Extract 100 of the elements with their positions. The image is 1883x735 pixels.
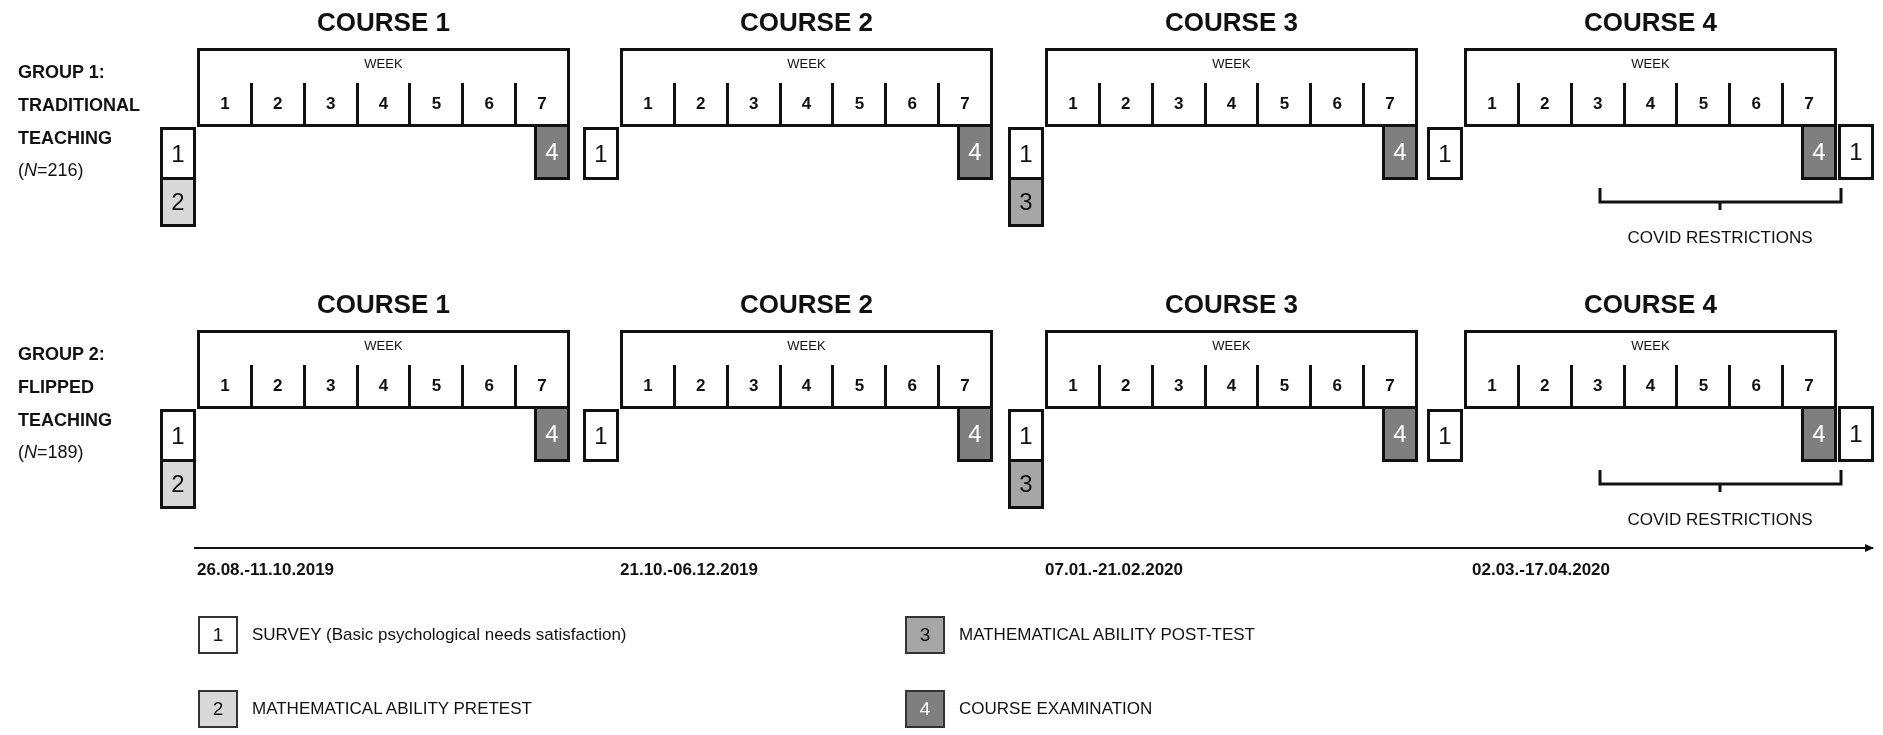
week-number-cell: 3: [725, 365, 779, 406]
week-number-cell-text: 1: [1486, 374, 1498, 397]
week-number-cell-text: 1: [1486, 92, 1498, 115]
week-number-cell: 2: [1516, 365, 1570, 406]
measurement-marker: 4: [534, 406, 570, 462]
date-range: 26.08.-11.10.2019: [197, 560, 335, 580]
week-number-cell-text: 1: [219, 92, 231, 115]
legend-key: 2: [198, 690, 238, 728]
week-number-cell: 6: [884, 83, 938, 124]
sample-size: (N=189): [18, 441, 84, 464]
period-label: COVID RESTRICTIONS: [1626, 228, 1814, 248]
group-label: GROUP 1: TRADITIONAL TEACHING: [18, 61, 141, 150]
week-number-cell: 2: [249, 83, 303, 124]
week-header: WEEK: [1212, 337, 1251, 355]
week-number-cell: 3: [725, 83, 779, 124]
week-number-cell: 3: [1569, 83, 1623, 124]
week-number-cell: 5: [1675, 365, 1729, 406]
week-number-cell: 6: [461, 365, 515, 406]
week-header: WEEK: [1631, 55, 1670, 73]
week-number-cell: 3: [1150, 365, 1204, 406]
week-number-cell: 2: [672, 365, 726, 406]
week-number-cell: 5: [831, 365, 885, 406]
week-number-cell-text: 1: [642, 374, 654, 397]
legend-text: COURSE EXAMINATION: [959, 699, 1153, 719]
week-number-cell: 3: [1569, 365, 1623, 406]
week-number-cell: 4: [778, 365, 832, 406]
measurement-marker: 1: [583, 127, 619, 180]
week-number-cell: 2: [1097, 83, 1151, 124]
week-number-cell-text: 1: [1067, 92, 1079, 115]
week-number-cell: 6: [1728, 365, 1782, 406]
week-header: WEEK: [787, 55, 826, 73]
legend-key: 3: [905, 616, 945, 654]
measurement-marker: 1: [583, 409, 619, 462]
week-number-cell: 3: [302, 365, 356, 406]
week-number-cell: 6: [1309, 365, 1363, 406]
week-number-cell: 2: [249, 365, 303, 406]
week-number-cell-text: 1: [1067, 374, 1079, 397]
week-header: WEEK: [1631, 337, 1670, 355]
week-number-cell: 2: [1516, 83, 1570, 124]
legend-text: SURVEY (Basic psychological needs satisfaction): [252, 625, 627, 645]
legend-key: 1: [198, 616, 238, 654]
measurement-marker: 2: [160, 459, 196, 509]
week-number-cell: 5: [408, 83, 462, 124]
week-number-cell: 6: [461, 83, 515, 124]
measurement-marker: 4: [1382, 406, 1418, 462]
measurement-marker: 2: [160, 177, 196, 227]
week-number-cell: 5: [831, 83, 885, 124]
measurement-marker: 1: [160, 127, 196, 180]
measurement-marker: 4: [957, 124, 993, 180]
week-number-cell: 2: [1097, 365, 1151, 406]
measurement-marker: 1: [1838, 406, 1874, 462]
legend-text: MATHEMATICAL ABILITY PRETEST: [252, 699, 532, 719]
course-heading: COURSE 3: [1164, 288, 1299, 320]
week-number-cell: 4: [355, 365, 409, 406]
week-number-cell: 6: [884, 365, 938, 406]
measurement-marker: 1: [1427, 409, 1463, 462]
course-heading: COURSE 2: [739, 288, 874, 320]
measurement-marker: 4: [534, 124, 570, 180]
course-heading: COURSE 4: [1583, 6, 1718, 38]
measurement-marker: 1: [1008, 127, 1044, 180]
measurement-marker: 3: [1008, 459, 1044, 509]
measurement-marker: 4: [1801, 124, 1837, 180]
measurement-marker: 1: [1008, 409, 1044, 462]
date-range: 02.03.-17.04.2020: [1472, 560, 1610, 580]
week-number-cell: 3: [1150, 83, 1204, 124]
week-number-cell: 4: [355, 83, 409, 124]
measurement-marker: 1: [160, 409, 196, 462]
week-number-cell: 5: [1256, 83, 1310, 124]
week-number-cell: 3: [302, 83, 356, 124]
course-heading: COURSE 1: [316, 288, 451, 320]
course-heading: COURSE 1: [316, 6, 451, 38]
week-number-cell: 4: [1203, 83, 1257, 124]
week-number-cell: 4: [1622, 83, 1676, 124]
week-number-cell: 4: [1203, 365, 1257, 406]
course-heading: COURSE 4: [1583, 288, 1718, 320]
week-number-cell: 5: [408, 365, 462, 406]
group-label: GROUP 2: FLIPPED TEACHING: [18, 343, 113, 432]
week-number-cell: 2: [672, 83, 726, 124]
measurement-marker: 4: [1382, 124, 1418, 180]
week-number-cell-text: 1: [642, 92, 654, 115]
measurement-marker: 4: [1801, 406, 1837, 462]
week-number-cell: 5: [1256, 365, 1310, 406]
date-range: 21.10.-06.12.2019: [620, 560, 758, 580]
week-number-cell: 6: [1728, 83, 1782, 124]
measurement-marker: 4: [957, 406, 993, 462]
week-number-cell-text: 1: [219, 374, 231, 397]
measurement-marker: 1: [1427, 127, 1463, 180]
week-header: WEEK: [787, 337, 826, 355]
legend-key: 4: [905, 690, 945, 728]
period-label: COVID RESTRICTIONS: [1626, 510, 1814, 530]
measurement-marker: 1: [1838, 124, 1874, 180]
week-number-cell: 4: [778, 83, 832, 124]
sample-size: (N=216): [18, 159, 84, 182]
week-header: WEEK: [1212, 55, 1251, 73]
week-header: WEEK: [364, 55, 403, 73]
week-number-cell: 4: [1622, 365, 1676, 406]
week-number-cell: 6: [1309, 83, 1363, 124]
date-range: 07.01.-21.02.2020: [1045, 560, 1183, 580]
measurement-marker: 3: [1008, 177, 1044, 227]
course-heading: COURSE 3: [1164, 6, 1299, 38]
